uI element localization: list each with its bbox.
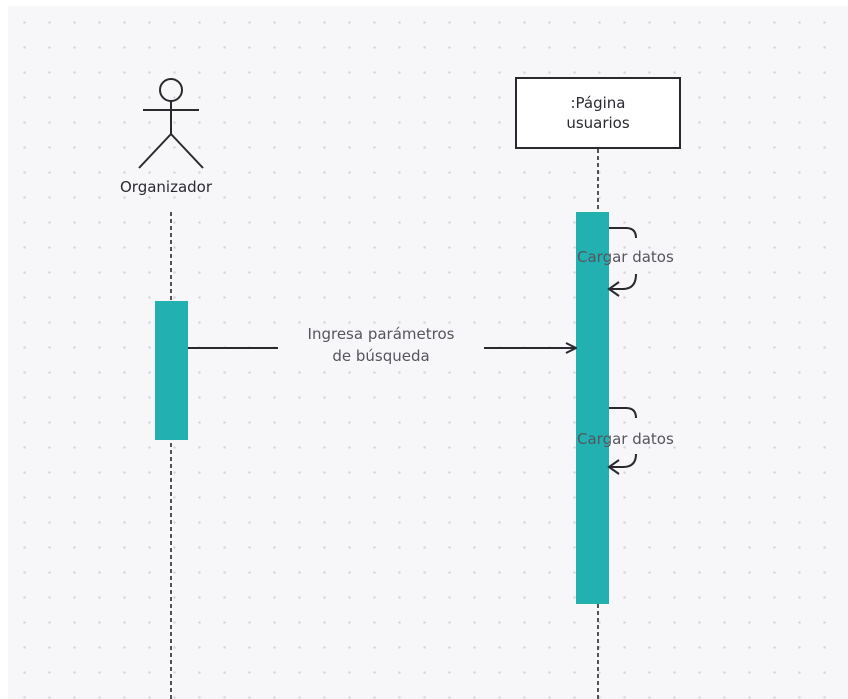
self-message-arrow-1[interactable] [607, 227, 637, 297]
actor-stick-figure-icon[interactable] [138, 78, 204, 169]
actor-activation-bar[interactable] [155, 301, 188, 440]
self-message-arrow-2[interactable] [607, 407, 637, 475]
object-box[interactable]: :Página usuarios [515, 77, 681, 149]
self-message-label-2: Cargar datos [577, 430, 674, 448]
object-title-line-2: usuarios [566, 114, 630, 132]
message-label: Ingresa parámetros de búsqueda [278, 324, 484, 368]
diagram-canvas[interactable]: Organizador :Página usuarios Ingresa par… [8, 6, 848, 699]
self-message-label-1: Cargar datos [577, 248, 674, 266]
message-label-line-1: Ingresa parámetros [307, 325, 455, 343]
object-title-line-1: :Página [570, 93, 626, 112]
message-label-line-2: de búsqueda [332, 346, 430, 365]
actor-name-label: Organizador [120, 178, 213, 196]
object-activation-bar[interactable] [576, 212, 609, 604]
